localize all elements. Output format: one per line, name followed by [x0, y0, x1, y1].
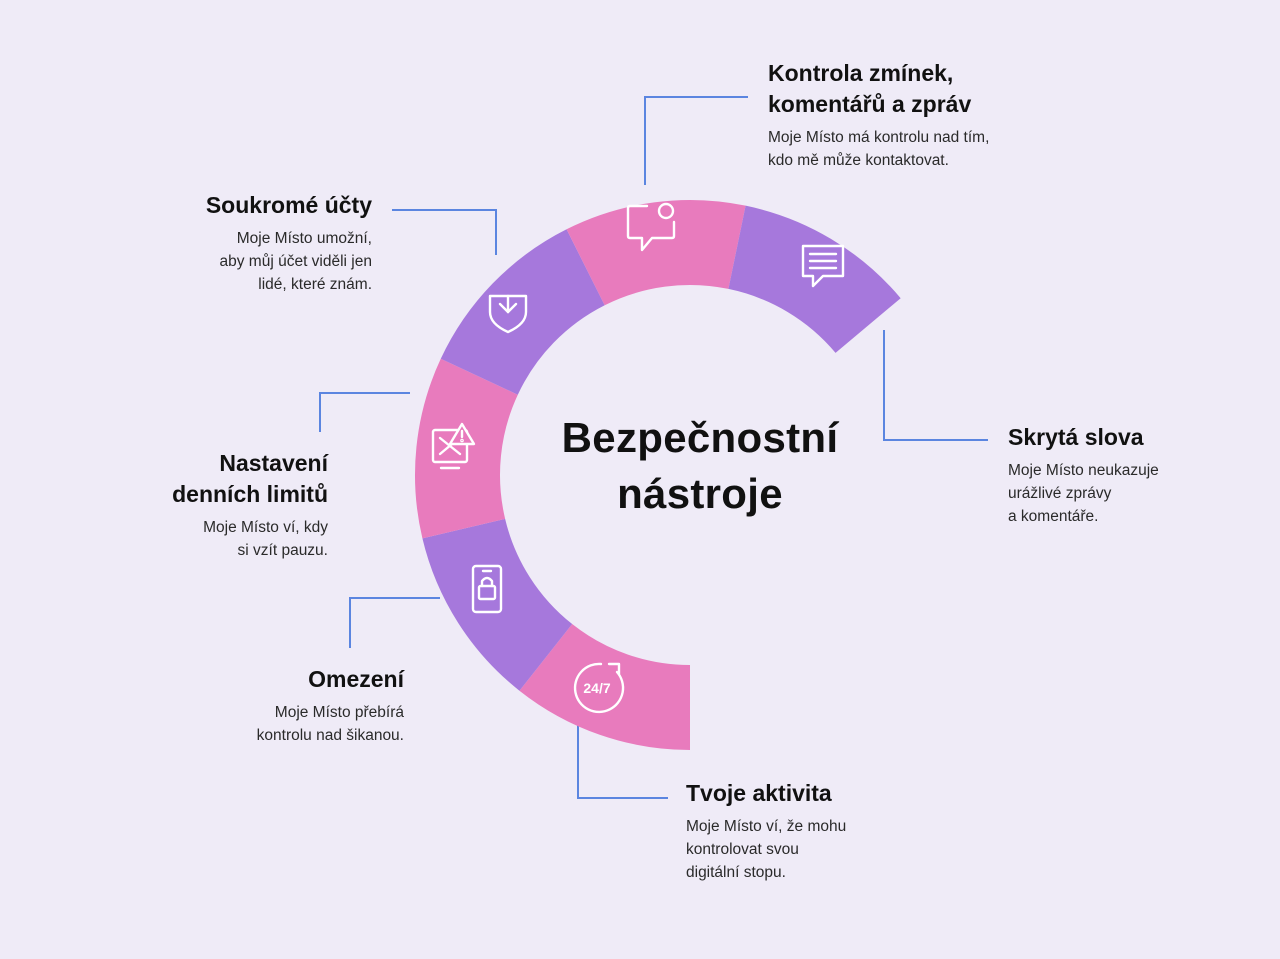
- title-line: denních limitů: [172, 481, 328, 507]
- title-line: Skrytá slova: [1008, 424, 1144, 450]
- desc-line: digitální stopu.: [686, 864, 786, 881]
- callout-title: Tvoje aktivita: [686, 778, 946, 809]
- connector-aktivita: [577, 725, 668, 799]
- callout-title: Kontrola zmínek, komentářů a zpráv: [768, 58, 1068, 120]
- callout-title: Skrytá slova: [1008, 422, 1258, 453]
- callout-nastaveni: Nastavení denních limitů Moje Místo ví, …: [88, 448, 328, 562]
- title-line: Tvoje aktivita: [686, 780, 832, 806]
- connector-soukrome: [392, 209, 497, 255]
- callout-soukrome: Soukromé účty Moje Místo umožní, aby můj…: [112, 190, 372, 296]
- callout-title: Omezení: [144, 664, 404, 695]
- title-line: komentářů a zpráv: [768, 91, 972, 117]
- callout-description: Moje Místo ví, kdy si vzít pauzu.: [88, 516, 328, 562]
- connector-nastaveni: [319, 392, 410, 432]
- callout-description: Moje Místo má kontrolu nad tím, kdo mě m…: [768, 126, 1068, 172]
- clock-24-7-icon: [573, 662, 625, 714]
- callout-description: Moje Místo neukazuje urážlivé zprávy a k…: [1008, 459, 1258, 528]
- ring-segment-6: [728, 205, 901, 353]
- ring-segment-2: [422, 518, 573, 691]
- diagram-title: Bezpečnostní nástroje: [500, 410, 900, 522]
- ring-segment-1: [519, 624, 690, 750]
- callout-skryta: Skrytá slova Moje Místo neukazuje urážli…: [1008, 422, 1258, 528]
- desc-line: Moje Místo přebírá: [274, 704, 404, 721]
- callout-omezeni: Omezení Moje Místo přebírá kontrolu nad …: [144, 664, 404, 747]
- title-line: Soukromé účty: [205, 192, 372, 218]
- desc-line: lidé, které znám.: [258, 276, 372, 293]
- clock-label: 24/7: [583, 680, 610, 696]
- title-line-2: nástroje: [617, 470, 783, 517]
- ring: [415, 200, 901, 750]
- title-line: Omezení: [308, 666, 404, 692]
- desc-line: Moje Místo ví, že mohu: [686, 818, 847, 835]
- desc-line: kontrolu nad šikanou.: [256, 727, 404, 744]
- callout-description: Moje Místo umožní, aby můj účet viděli j…: [112, 227, 373, 296]
- callout-kontrola: Kontrola zmínek, komentářů a zpráv Moje …: [768, 58, 1068, 172]
- chat-notification-icon: [626, 202, 676, 252]
- connector-kontrola: [644, 96, 748, 185]
- callout-description: Moje Místo ví, že mohu kontrolovat svou …: [686, 815, 946, 884]
- desc-line: Moje Místo má kontrolu nad tím,: [768, 129, 990, 146]
- ring-segment-5: [566, 200, 746, 306]
- title-line: Nastavení: [219, 450, 328, 476]
- desc-line: kontrolovat svou: [686, 841, 799, 858]
- phone-lock-icon: [471, 564, 503, 614]
- desc-line: a komentáře.: [1008, 508, 1099, 525]
- shield-icon: [488, 294, 528, 334]
- callout-title: Soukromé účty: [112, 190, 372, 221]
- desc-line: aby můj účet viděli jen: [219, 253, 373, 270]
- desc-line: Moje Místo umožní,: [236, 230, 372, 247]
- message-lines-icon: [801, 244, 845, 288]
- screen-warning-icon: [431, 422, 476, 470]
- connector-skryta: [883, 330, 988, 441]
- ring-segment-4: [440, 229, 605, 395]
- callout-description: Moje Místo přebírá kontrolu nad šikanou.: [144, 701, 404, 747]
- desc-line: Moje Místo neukazuje: [1008, 462, 1159, 479]
- callout-title: Nastavení denních limitů: [88, 448, 328, 510]
- title-line-1: Bezpečnostní: [561, 414, 839, 461]
- callout-aktivita: Tvoje aktivita Moje Místo ví, že mohu ko…: [686, 778, 946, 884]
- title-line: Kontrola zmínek,: [768, 60, 954, 86]
- desc-line: urážlivé zprávy: [1008, 485, 1112, 502]
- desc-line: kdo mě může kontaktovat.: [768, 152, 949, 169]
- desc-line: si vzít pauzu.: [237, 542, 328, 559]
- desc-line: Moje Místo ví, kdy: [203, 519, 328, 536]
- connector-omezeni: [349, 597, 440, 648]
